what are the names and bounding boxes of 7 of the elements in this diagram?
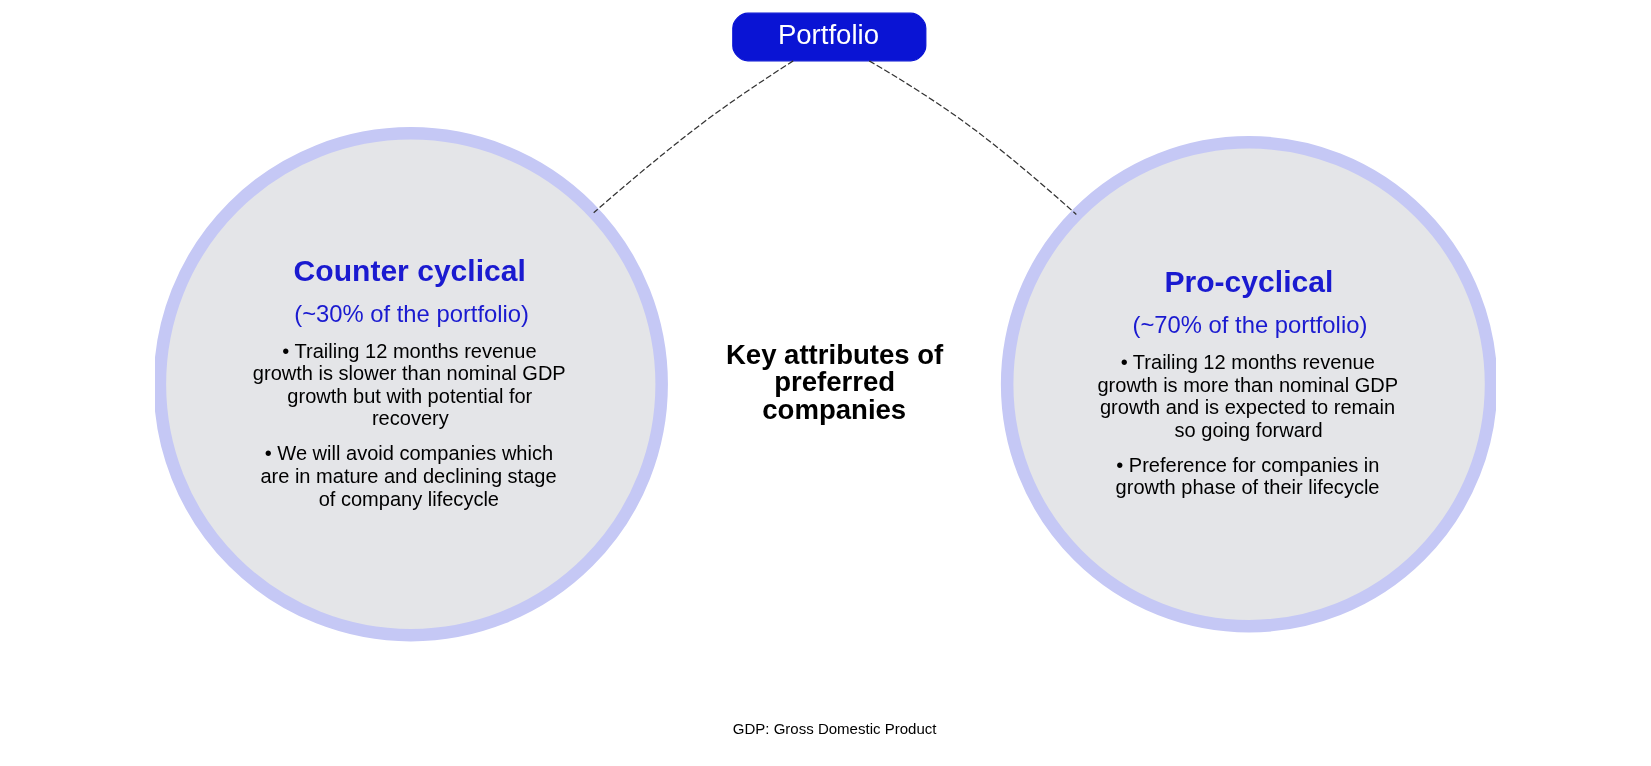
node-circle: Counter cyclical (~30% of the portfolio) • Trailing 12 months revenue growth is slower than nominal GDP growth but with potential for recovery • We will avoid companies which are in mature and declining stage of company lifecycle (155, 127, 668, 642)
node-box: Portfolio (732, 12, 927, 62)
connector (593, 60, 794, 214)
label: Key attributes of preferred companies (725, 338, 944, 425)
label: GDP: Gross Domestic Product (732, 720, 937, 738)
connector (868, 60, 1077, 216)
node-circle: Pro-cyclical (~70% of the portfolio) • Trailing 12 months revenue growth is more than nominal GDP growth and is expected to remain so going forward • Preference for companies in growth phase of their lifecycle (1000, 136, 1496, 633)
